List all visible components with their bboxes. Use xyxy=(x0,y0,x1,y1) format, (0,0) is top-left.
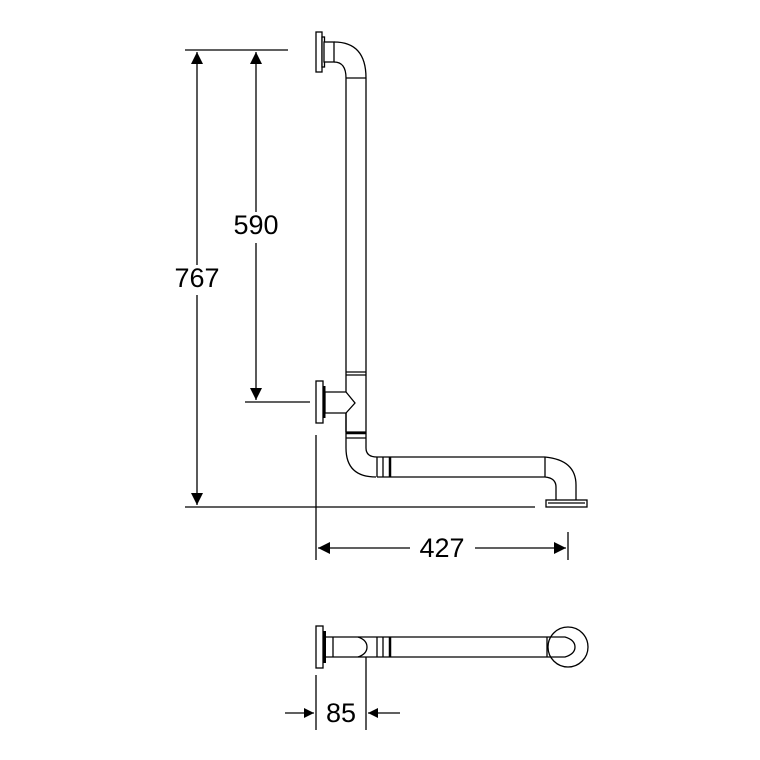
dimension-767: 767 xyxy=(174,52,220,505)
dimension-label-427: 427 xyxy=(419,533,464,563)
dimension-label-590: 590 xyxy=(233,210,278,240)
dimension-85: 85 xyxy=(285,657,400,730)
grab-bar-front-view xyxy=(315,31,588,508)
dimension-label-85: 85 xyxy=(326,698,356,728)
extension-lines xyxy=(185,49,569,560)
grab-bar-top-view xyxy=(315,625,589,669)
dimension-label-767: 767 xyxy=(174,263,219,293)
dimension-427: 427 xyxy=(318,533,566,563)
dimension-590: 590 xyxy=(233,52,279,400)
